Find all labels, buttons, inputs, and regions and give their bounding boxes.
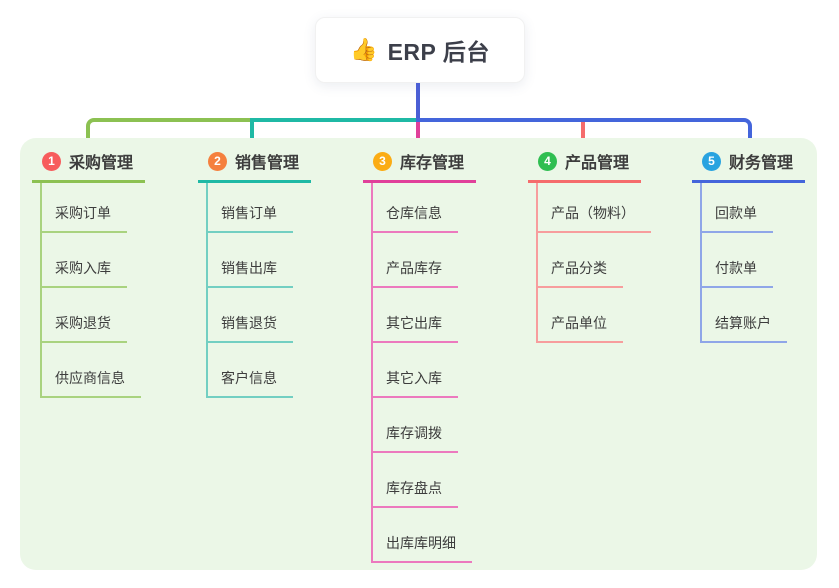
child-node[interactable]: 产品库存: [373, 233, 476, 288]
child-node-label: 库存调拨: [373, 423, 458, 453]
child-node[interactable]: 回款单: [702, 183, 805, 233]
connector-branch4-drop: [581, 122, 585, 149]
child-node-label: 产品单位: [538, 313, 623, 343]
child-node[interactable]: 销售出库: [208, 233, 311, 288]
branch-5: 5 财务管理回款单付款单结算账户: [692, 149, 805, 343]
branch-children: 回款单付款单结算账户: [700, 183, 805, 343]
child-node-label: 产品（物料）: [538, 203, 651, 233]
connector-branch5-elbow: [416, 118, 752, 149]
child-node-label: 回款单: [702, 203, 773, 233]
connector-branch2-bus: [252, 118, 416, 122]
branch-header[interactable]: 5 财务管理: [692, 149, 805, 183]
branch-header[interactable]: 4 产品管理: [528, 149, 641, 183]
branch-number-badge: 4: [538, 151, 557, 171]
branch-2: 2 销售管理销售订单销售出库销售退货客户信息: [198, 149, 311, 398]
child-node[interactable]: 客户信息: [208, 343, 311, 398]
child-node[interactable]: 产品分类: [538, 233, 641, 288]
child-node-label: 付款单: [702, 258, 773, 288]
connector-branch1-elbow: [86, 118, 252, 149]
branch-title-label: 产品管理: [565, 155, 630, 172]
child-node[interactable]: 库存盘点: [373, 453, 476, 508]
branch-children: 产品（物料） 产品分类产品单位: [536, 183, 651, 343]
child-node[interactable]: 采购订单: [42, 183, 145, 233]
branch-title-label: 库存管理: [400, 155, 465, 172]
branch-title-label: 销售管理: [235, 155, 300, 172]
connector-root-drop: [416, 83, 420, 120]
branch-children: 采购订单采购入库采购退货供应商信息: [40, 183, 145, 398]
branch-number-badge: 5: [702, 151, 721, 171]
child-node[interactable]: 其它出库: [373, 288, 476, 343]
child-node-label: 产品库存: [373, 258, 458, 288]
child-node[interactable]: 产品（物料）: [538, 183, 651, 233]
child-node-label: 采购订单: [42, 203, 127, 233]
child-node-label: 供应商信息: [42, 368, 141, 398]
connector-branch2-drop: [250, 118, 254, 149]
child-node-label: 采购退货: [42, 313, 127, 343]
child-node[interactable]: 采购退货: [42, 288, 145, 343]
child-node[interactable]: 出库库明细: [373, 508, 476, 563]
branch-title-label: 财务管理: [729, 155, 794, 172]
branch-4: 4 产品管理产品（物料） 产品分类产品单位: [528, 149, 651, 343]
child-node[interactable]: 采购入库: [42, 233, 145, 288]
branch-number-badge: 3: [373, 151, 392, 171]
child-node-label: 产品分类: [538, 258, 623, 288]
child-node-label: 其它入库: [373, 368, 458, 398]
child-node-label: 销售退货: [208, 313, 293, 343]
child-node-label: 仓库信息: [373, 203, 458, 233]
child-node[interactable]: 销售退货: [208, 288, 311, 343]
child-node-label: 客户信息: [208, 368, 293, 398]
child-node[interactable]: 供应商信息: [42, 343, 145, 398]
child-node[interactable]: 仓库信息: [373, 183, 476, 233]
child-node-label: 销售订单: [208, 203, 293, 233]
child-node-label: 采购入库: [42, 258, 127, 288]
branch-1: 1 采购管理采购订单采购入库采购退货供应商信息: [32, 149, 145, 398]
branch-header[interactable]: 2 销售管理: [198, 149, 311, 183]
branches-panel: 1 采购管理采购订单采购入库采购退货供应商信息 2 销售管理销售订单销售出库销售退货客…: [20, 138, 817, 570]
thumbs-up-icon: 👍: [350, 37, 378, 62]
child-node-label: 出库库明细: [373, 533, 472, 563]
child-node[interactable]: 产品单位: [538, 288, 641, 343]
child-node[interactable]: 库存调拨: [373, 398, 476, 453]
branch-3: 3 库存管理仓库信息产品库存其它出库其它入库库存调拨库存盘点出库库明细: [363, 149, 476, 563]
connector-branch3-drop: [416, 122, 420, 149]
child-node-label: 销售出库: [208, 258, 293, 288]
child-node-label: 其它出库: [373, 313, 458, 343]
child-node-label: 结算账户: [702, 313, 787, 343]
branch-title-label: 采购管理: [69, 155, 134, 172]
child-node[interactable]: 付款单: [702, 233, 805, 288]
branch-number-badge: 1: [42, 151, 61, 171]
child-node-label: 库存盘点: [373, 478, 458, 508]
root-title: ERP 后台: [387, 39, 490, 65]
branch-children: 销售订单销售出库销售退货客户信息: [206, 183, 311, 398]
child-node[interactable]: 其它入库: [373, 343, 476, 398]
branch-children: 仓库信息产品库存其它出库其它入库库存调拨库存盘点出库库明细: [371, 183, 476, 563]
child-node[interactable]: 销售订单: [208, 183, 311, 233]
branch-header[interactable]: 3 库存管理: [363, 149, 476, 183]
branch-header[interactable]: 1 采购管理: [32, 149, 145, 183]
child-node[interactable]: 结算账户: [702, 288, 805, 343]
root-node[interactable]: 👍 ERP 后台: [315, 17, 525, 83]
branch-number-badge: 2: [208, 151, 227, 171]
